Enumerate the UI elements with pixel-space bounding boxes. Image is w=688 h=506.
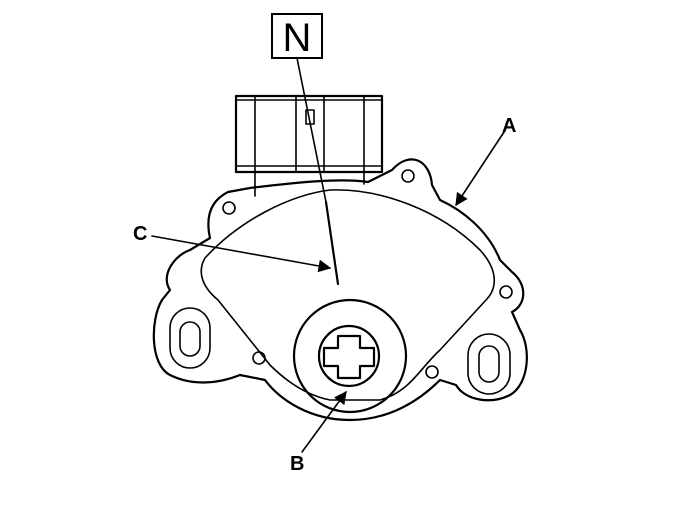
position-marker-leader (296, 57, 327, 203)
callout-b-arrow (301, 390, 347, 453)
position-marker-box: N (271, 13, 323, 60)
callout-c-arrow (151, 235, 332, 273)
callout-a-label: A (502, 115, 516, 137)
shaft (292, 298, 408, 414)
reference-mark (324, 200, 340, 286)
callout-a-arrow (455, 131, 505, 207)
callout-b-label: B (290, 453, 304, 475)
position-marker-label: N (283, 16, 312, 60)
callout-c-label: C (133, 223, 147, 245)
switch-body (152, 158, 528, 422)
